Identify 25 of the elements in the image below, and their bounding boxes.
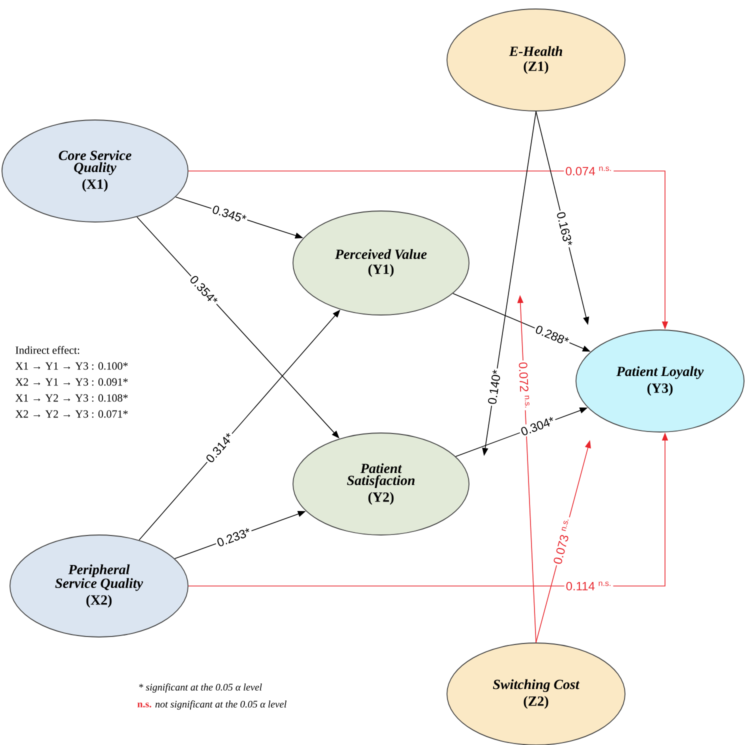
note-text: X2 → Y2 → Y3 : 0.071* xyxy=(15,410,128,418)
edge-label: 0.072 $^{n.s.}$ xyxy=(517,360,532,410)
ellipse-node: Switching Cost (Z2) xyxy=(446,642,626,745)
edge-label: 0.345* xyxy=(210,202,249,226)
ellipse-node: Peripheral Service Quality (X2) xyxy=(10,534,188,638)
edge-label: 0.163* xyxy=(554,209,575,249)
footnote: not significant at the 0.05 α level xyxy=(155,700,286,710)
note-text: X1 → Y1 → Y3 : 0.100* xyxy=(15,362,128,370)
edge-label: 0.288* xyxy=(532,322,572,348)
ellipse-node: Patient Loyalty (Y3) xyxy=(576,330,744,432)
ellipse-node: E-Health (Z1) xyxy=(446,8,626,112)
footnote: * significant at the 0.05 α level xyxy=(139,683,262,693)
edge-label: 0.114 $^{n.s.}$ xyxy=(564,580,614,592)
note-text: X1 → Y2 → Y3 : 0.108* xyxy=(15,394,128,402)
ellipse-node: Core Service Quality (X1) xyxy=(2,120,188,222)
ellipse-node: Perceived Value (Y1) xyxy=(292,210,470,316)
edge-label: 0.304* xyxy=(518,414,558,438)
edge-label: 0.233* xyxy=(214,525,254,550)
edge-label: 0.073 $^{n.s.}$ xyxy=(550,516,576,567)
footnote-marker: n.s. xyxy=(137,702,152,708)
ellipse-node: Patient Satisfaction (Y2) xyxy=(292,432,470,536)
edge-label: 0.074 $^{n.s.}$ xyxy=(564,165,614,177)
note-text: X2 → Y1 → Y3 : 0.091* xyxy=(15,378,128,386)
note-text: Indirect effect: xyxy=(16,346,80,354)
edge-label: 0.140* xyxy=(486,368,503,407)
